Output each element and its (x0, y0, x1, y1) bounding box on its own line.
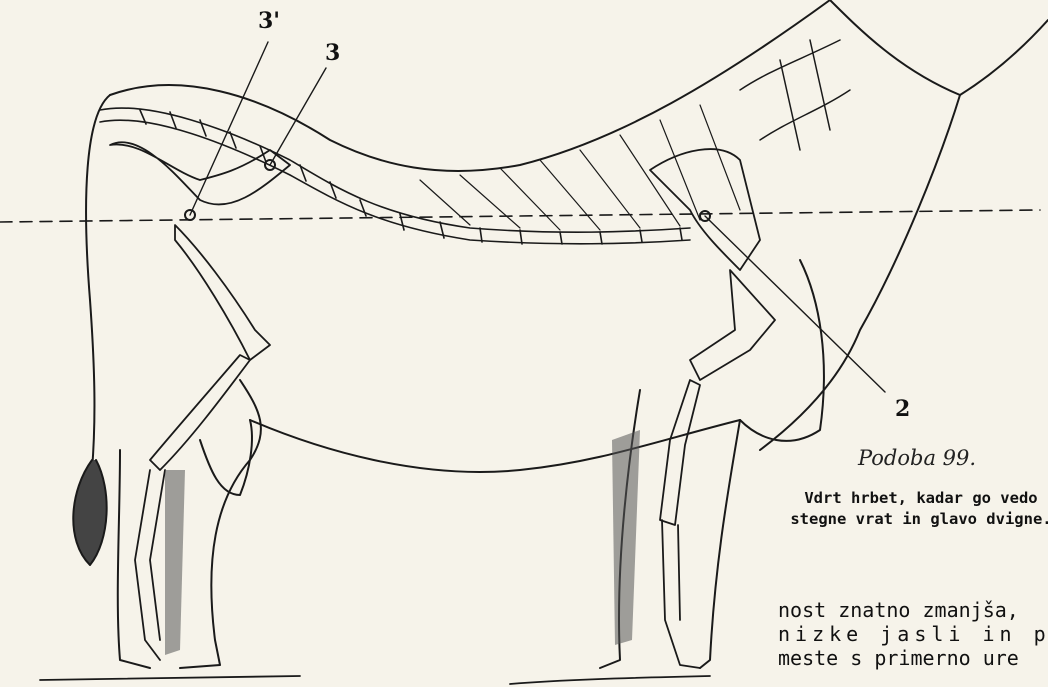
body-text-line-3: meste s primerno ure (778, 646, 1048, 670)
body-text-line-1: nost znatno zmanjša, (778, 598, 1048, 622)
tail (86, 95, 110, 470)
body-text-line-2: nizke jasli in pro (778, 622, 1048, 646)
leader-3 (270, 68, 326, 165)
femur (175, 225, 270, 360)
tail-switch (73, 460, 106, 565)
leader-3prime (190, 42, 268, 215)
neck-vertebrae (740, 40, 850, 150)
ground-fore (510, 676, 710, 684)
hind-cannon-bone (135, 470, 165, 660)
label-3prime: 3' (258, 8, 280, 34)
pelvis (110, 142, 290, 204)
scapula (650, 149, 760, 270)
figure-caption-title: Podoba 99. (858, 446, 976, 470)
dashed-reference-line (0, 210, 1040, 222)
fore-leg-outline-front (700, 420, 740, 668)
humerus (690, 270, 775, 380)
udder (200, 420, 252, 495)
dewlap-outline (760, 95, 960, 450)
label-2: 2 (895, 396, 910, 422)
tibia (150, 355, 250, 470)
ribs (420, 105, 740, 230)
hind-leg-outline-right (180, 380, 261, 668)
fore-cannon-bone (662, 520, 700, 668)
figure-caption-text: Vdrt hrbet, kadar go vedo stegne vrat in… (776, 488, 1048, 530)
radius (660, 380, 700, 525)
neck-outline (830, 0, 1048, 95)
ground-hind (40, 676, 300, 680)
back-outline (110, 0, 830, 171)
chest-outline (740, 260, 824, 441)
label-3: 3 (325, 40, 340, 66)
fore-leg-shading (612, 430, 640, 645)
hind-leg-shading (165, 470, 185, 655)
body-text: nost znatno zmanjša, nizke jasli in pro … (778, 598, 1048, 670)
